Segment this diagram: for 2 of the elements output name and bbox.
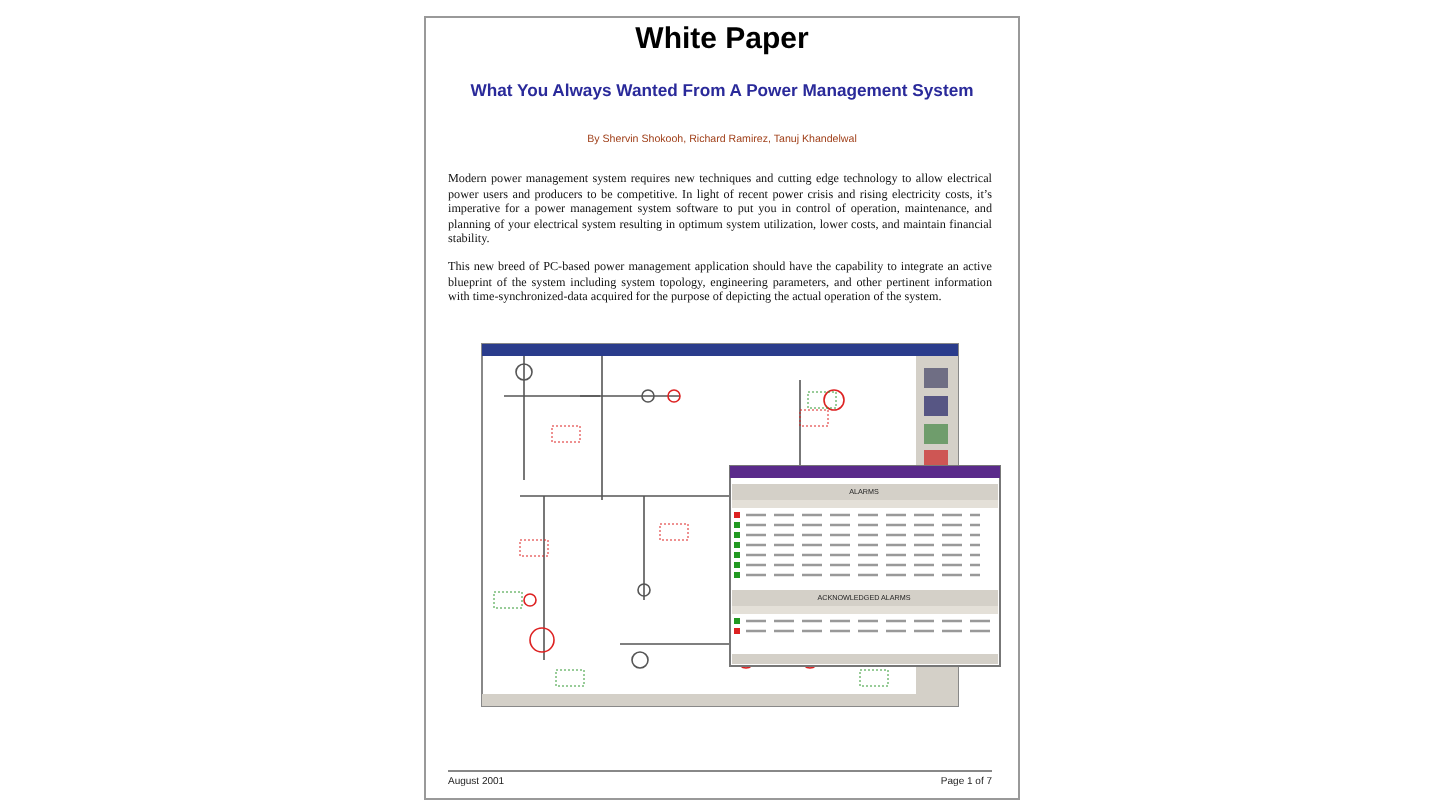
subtitle: What You Always Wanted From A Power Management System <box>468 80 976 100</box>
page-title: White Paper <box>633 22 811 56</box>
